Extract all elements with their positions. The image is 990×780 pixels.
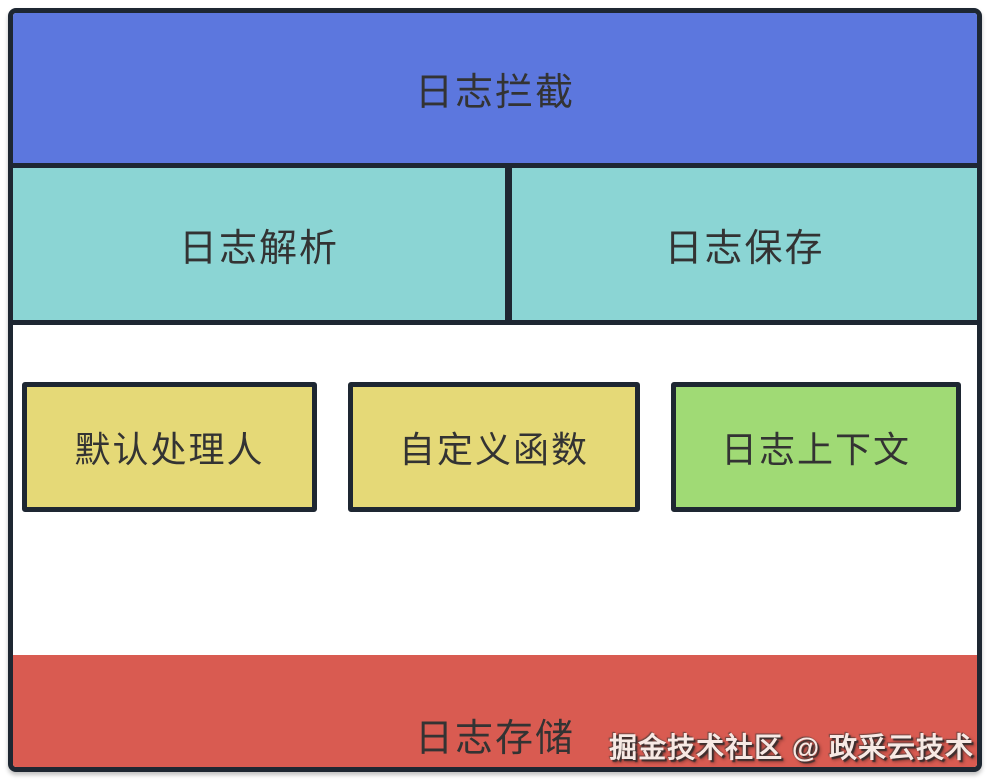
default-handler-label: 默认处理人 [74, 429, 265, 470]
log-saving-label: 日志保存 [664, 227, 825, 270]
component-custom-function: 自定义函数 [348, 382, 640, 512]
component-default-handler: 默认处理人 [22, 382, 317, 512]
layer-components: 默认处理人 自定义函数 日志上下文 [13, 325, 977, 655]
cell-log-saving: 日志保存 [505, 168, 977, 320]
log-architecture-diagram: 日志拦截 日志解析 日志保存 默认处理人 自定义函数 日志上下文 日志存储 [8, 8, 982, 772]
log-parsing-label: 日志解析 [178, 227, 339, 270]
custom-function-label: 自定义函数 [398, 429, 589, 470]
log-storage-label: 日志存储 [414, 718, 575, 760]
layer-log-interception: 日志拦截 [13, 13, 977, 168]
cell-log-parsing: 日志解析 [13, 168, 505, 320]
component-log-context: 日志上下文 [671, 382, 961, 512]
log-context-label: 日志上下文 [720, 429, 911, 470]
layer-log-storage: 日志存储 [13, 655, 977, 767]
log-interception-label: 日志拦截 [414, 71, 575, 114]
layer-parse-and-save: 日志解析 日志保存 [13, 168, 977, 325]
